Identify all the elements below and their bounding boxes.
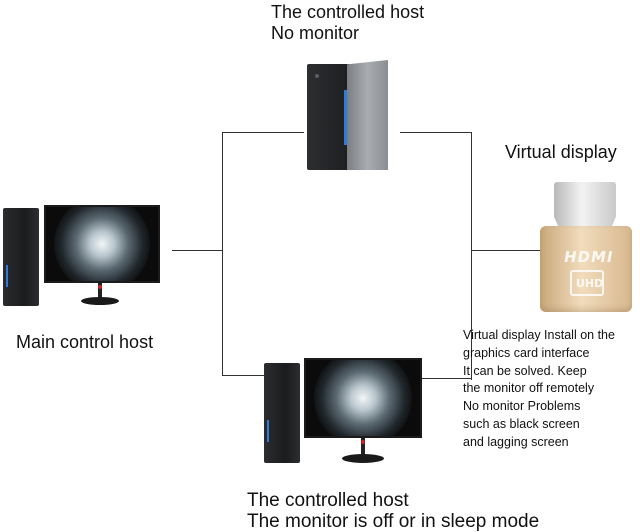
controlled-host-bottom-title: The controlled host xyxy=(247,490,409,511)
monitor-wallpaper xyxy=(54,207,150,281)
note-line: such as black screen xyxy=(463,416,580,431)
connector-line-virtual-display xyxy=(471,250,541,251)
note-line: graphics card interface xyxy=(463,345,590,360)
controlled-host-bottom xyxy=(264,358,424,466)
hdmi-dummy-plug: HDMI UHD xyxy=(540,182,636,314)
hdmi-plug-body xyxy=(540,226,632,312)
controlled-host-top-subtitle: No monitor xyxy=(271,23,360,43)
note-line: the monitor off remotely xyxy=(463,381,595,396)
main-host-monitor-screen xyxy=(44,205,160,283)
connector-line-right-vertical xyxy=(471,132,472,380)
bottom-host-monitor-neck xyxy=(361,438,365,456)
virtual-display-note: Virtual display Install on the graphics … xyxy=(463,327,615,452)
bottom-host-monitor-screen xyxy=(304,358,422,438)
connector-line-bottom-right xyxy=(420,378,472,379)
main-control-host xyxy=(3,205,163,310)
note-line: Virtual display Install on the xyxy=(463,328,615,342)
connector-line-top-left xyxy=(222,132,304,133)
uhd-badge: UHD xyxy=(570,270,604,296)
bottom-host-monitor-base xyxy=(342,454,384,463)
hdmi-logo-text: HDMI xyxy=(562,248,616,266)
main-host-tower xyxy=(3,208,39,306)
note-line: No monitor Problems xyxy=(463,399,581,414)
main-host-tower-light xyxy=(6,265,8,287)
main-host-monitor-neck xyxy=(98,283,102,299)
tower-blue-light xyxy=(344,90,347,145)
tower-front-panel xyxy=(307,64,349,170)
controlled-host-bottom-subtitle: The monitor is off or in sleep mode xyxy=(247,511,540,532)
bottom-monitor-wallpaper xyxy=(314,360,412,436)
tower-side-panel xyxy=(347,60,388,170)
controlled-host-top-label: The controlled host No monitor xyxy=(271,2,424,44)
note-line: It can be solved. Keep xyxy=(463,363,587,378)
bottom-host-tower xyxy=(264,363,300,463)
hdmi-connector-metal xyxy=(554,182,616,228)
controlled-host-tower xyxy=(307,60,388,170)
main-control-host-label: Main control host xyxy=(16,332,154,352)
connector-line-top-right xyxy=(400,132,471,133)
uhd-badge-text: UHD xyxy=(576,277,604,290)
main-host-monitor-base xyxy=(81,297,119,305)
main-host-red-indicator xyxy=(98,285,102,289)
connector-line-bottom-left xyxy=(222,375,264,376)
connector-line-main-host xyxy=(172,250,222,251)
bottom-host-red-indicator xyxy=(361,440,365,444)
tower-power-button xyxy=(315,74,319,78)
controlled-host-top-title: The controlled host xyxy=(271,2,425,22)
controlled-host-bottom-label: The controlled host The monitor is off o… xyxy=(247,490,539,532)
bottom-host-tower-light xyxy=(267,420,269,442)
note-line: and lagging screen xyxy=(463,434,569,449)
connector-line-left-vertical xyxy=(222,132,223,376)
virtual-display-label: Virtual display xyxy=(505,142,617,162)
